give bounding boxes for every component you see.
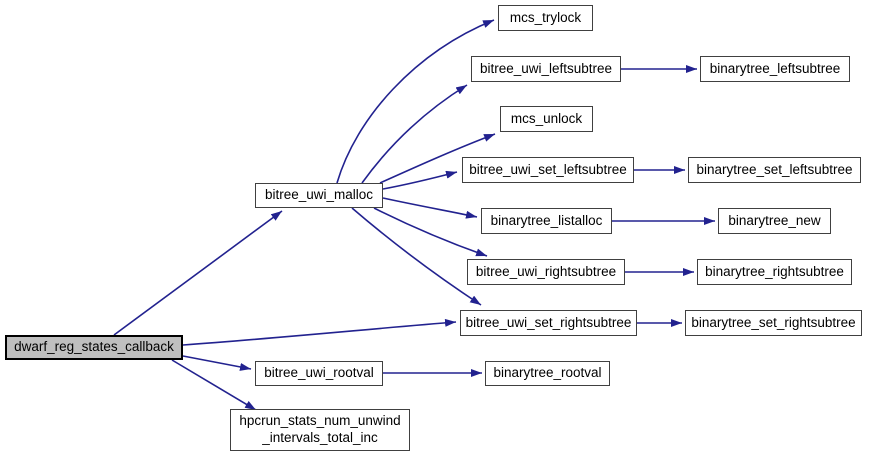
node-binarytree-new[interactable]: binarytree_new: [718, 208, 831, 234]
node-binarytree-set-leftsubtree[interactable]: binarytree_set_leftsubtree: [688, 157, 861, 183]
edge-bitree-uwi-malloc-to-binarytree-listalloc: [382, 197, 478, 219]
edge-dwarf-reg-states-callback-to-bitree-uwi-set-rightsubtree: [182, 318, 457, 346]
node-bitree-uwi-rootval[interactable]: bitree_uwi_rootval: [255, 361, 383, 386]
node-binarytree-set-rightsubtree[interactable]: binarytree_set_rightsubtree: [685, 310, 862, 336]
node-binarytree-rootval[interactable]: binarytree_rootval: [485, 361, 610, 386]
node-bitree-uwi-malloc[interactable]: bitree_uwi_malloc: [255, 183, 383, 208]
edge-bitree-uwi-malloc-to-bitree-uwi-leftsubtree: [361, 84, 468, 184]
node-binarytree-rightsubtree[interactable]: binarytree_rightsubtree: [697, 259, 852, 285]
edge-bitree-uwi-malloc-to-bitree-uwi-rightsubtree: [373, 207, 488, 257]
node-label-line2: _intervals_total_inc: [262, 430, 378, 445]
edge-dwarf-reg-states-callback-to-bitree-uwi-rootval: [182, 355, 252, 371]
node-mcs-unlock[interactable]: mcs_unlock: [500, 106, 593, 132]
edge-bitree-uwi-malloc-to-mcs-unlock: [379, 133, 496, 184]
edge-dwarf-reg-states-callback-to-bitree-uwi-malloc: [113, 210, 283, 336]
edge-bitree-uwi-malloc-to-bitree-uwi-set-leftsubtree: [382, 170, 458, 190]
node-label-line1: hpcrun_stats_num_unwind: [239, 413, 401, 429]
edge-bitree-uwi-malloc-to-bitree-uwi-set-rightsubtree: [351, 207, 482, 306]
node-bitree-uwi-set-rightsubtree[interactable]: bitree_uwi_set_rightsubtree: [460, 310, 637, 336]
node-bitree-uwi-leftsubtree[interactable]: bitree_uwi_leftsubtree: [471, 56, 621, 82]
node-binarytree-listalloc[interactable]: binarytree_listalloc: [481, 208, 612, 234]
node-dwarf-reg-states-callback: dwarf_reg_states_callback: [5, 335, 183, 360]
edge-dwarf-reg-states-callback-to-hpcrun-stats-num-unwind-intervals-total-inc: [171, 359, 257, 411]
node-hpcrun-stats-num-unwind-intervals-total-inc[interactable]: hpcrun_stats_num_unwind _intervals_total…: [230, 409, 410, 451]
node-mcs-trylock[interactable]: mcs_trylock: [498, 5, 593, 31]
node-bitree-uwi-set-leftsubtree[interactable]: bitree_uwi_set_leftsubtree: [462, 157, 634, 183]
node-bitree-uwi-rightsubtree[interactable]: bitree_uwi_rightsubtree: [467, 259, 625, 285]
edge-bitree-uwi-malloc-to-mcs-trylock: [336, 19, 495, 184]
node-binarytree-leftsubtree[interactable]: binarytree_leftsubtree: [700, 56, 850, 82]
